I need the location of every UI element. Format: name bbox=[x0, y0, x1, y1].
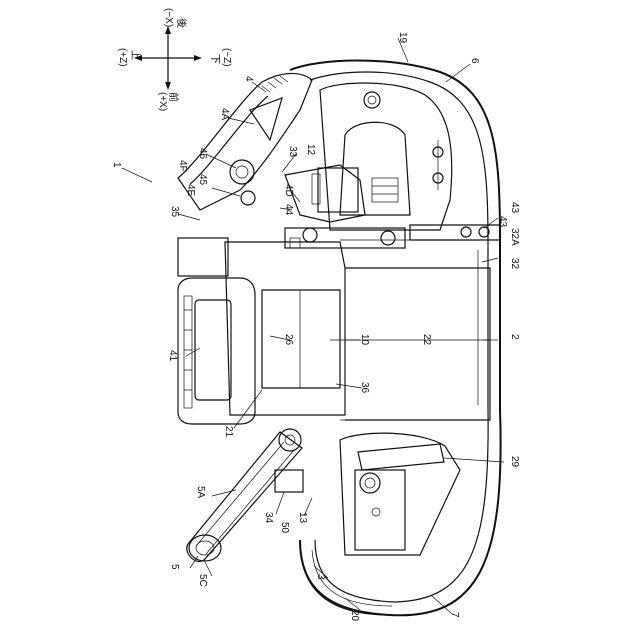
ref-4E: 4E bbox=[185, 184, 196, 197]
ref-3: 3 bbox=[315, 574, 326, 580]
ref-22: 22 bbox=[421, 334, 432, 346]
ref-6: 6 bbox=[469, 58, 480, 64]
battery-41 bbox=[178, 278, 255, 424]
ref-7: 7 bbox=[449, 612, 460, 618]
ref-20: 20 bbox=[349, 610, 360, 622]
dir-back-label: 後 bbox=[175, 18, 188, 28]
body-block bbox=[178, 238, 490, 420]
dir-down-label: 下 bbox=[209, 54, 220, 64]
ref-44: 44 bbox=[283, 204, 294, 216]
guard-center bbox=[285, 165, 405, 248]
direction-indicator: 後 (−X) 前 (+X) 上 (+Z) 下 (−Z) bbox=[117, 8, 232, 111]
lower-wheel-housing bbox=[275, 433, 460, 555]
ref-41: 41 bbox=[167, 350, 178, 362]
ref-43a: 43 bbox=[509, 202, 520, 214]
ref-10: 10 bbox=[359, 334, 370, 346]
dir-front-axis: (+X) bbox=[157, 92, 168, 111]
dir-down-axis: (−Z) bbox=[221, 48, 232, 67]
ref-33: 33 bbox=[287, 146, 298, 158]
ref-4A: 4A bbox=[219, 108, 230, 121]
upper-wheel-housing bbox=[320, 83, 500, 240]
dir-back-axis: (−X) bbox=[163, 8, 174, 27]
ref-35: 35 bbox=[169, 206, 180, 218]
ref-29: 29 bbox=[509, 456, 520, 468]
ref-45: 45 bbox=[197, 174, 208, 186]
ref-43b: 43 bbox=[497, 216, 508, 228]
blade-loop-outline bbox=[290, 61, 501, 616]
ref-13: 13 bbox=[297, 512, 308, 524]
ref-5C: 5C bbox=[197, 574, 208, 587]
ref-4D: 4D bbox=[283, 184, 294, 197]
ref-26: 26 bbox=[283, 334, 294, 346]
ref-4F: 4F bbox=[177, 160, 188, 172]
ref-36: 36 bbox=[359, 382, 370, 394]
ref-32A: 32A bbox=[509, 228, 520, 246]
dir-up-axis: (+Z) bbox=[117, 48, 128, 67]
ref-34: 34 bbox=[263, 512, 274, 524]
ref-5: 5 bbox=[169, 564, 180, 570]
ref-2: 2 bbox=[509, 334, 520, 340]
ref-1: 1 bbox=[111, 162, 122, 168]
ref-21: 21 bbox=[223, 426, 234, 438]
ref-4: 4 bbox=[243, 76, 254, 82]
dir-up-label: 上 bbox=[129, 50, 141, 60]
ref-32: 32 bbox=[509, 258, 520, 270]
ref-46: 46 bbox=[197, 148, 208, 160]
ref-19: 19 bbox=[397, 32, 408, 44]
reference-numerals: 1 19 6 4 4A 46 4F 45 4E 35 33 12 4D 44 4… bbox=[111, 32, 520, 622]
ref-12: 12 bbox=[305, 144, 316, 156]
ref-5A: 5A bbox=[195, 486, 206, 499]
leader-lines bbox=[122, 38, 504, 614]
ref-50: 50 bbox=[279, 522, 290, 534]
